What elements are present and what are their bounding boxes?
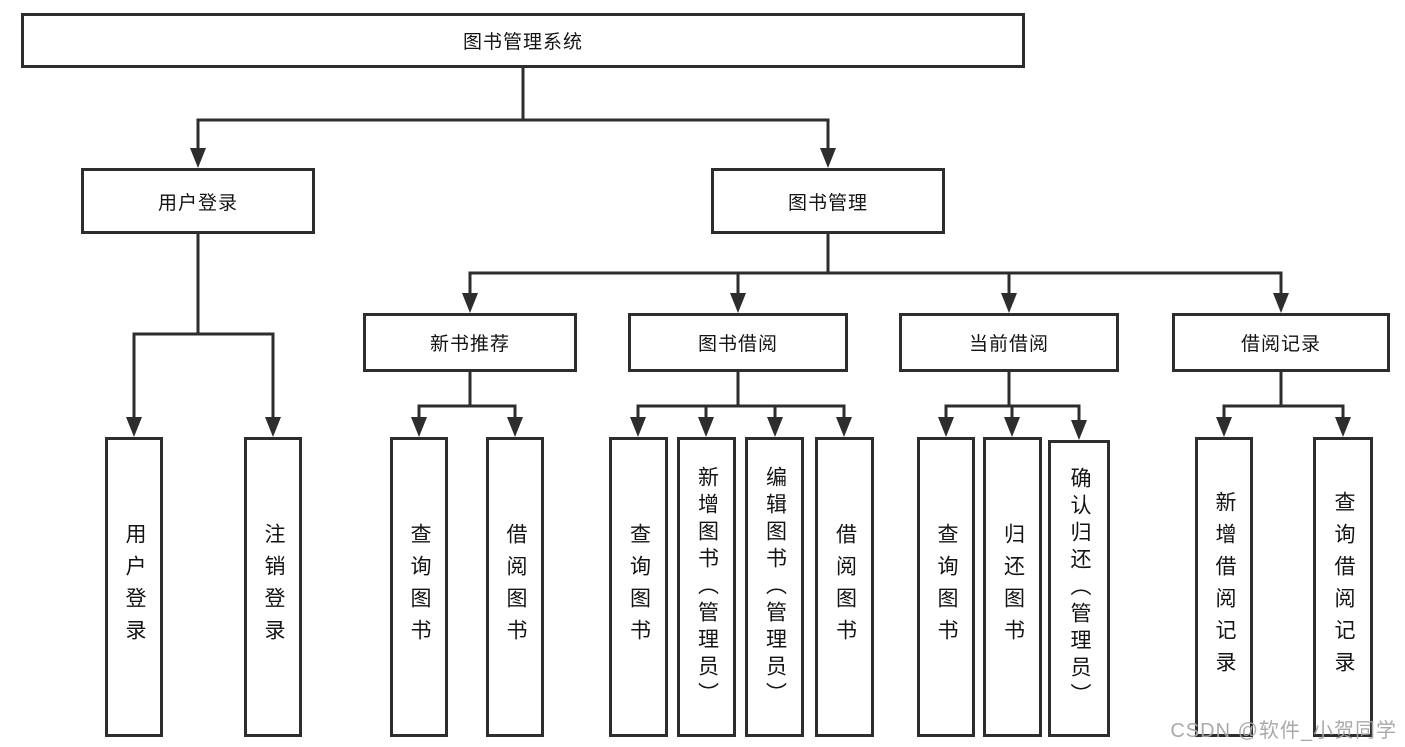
leaf-query-books-recommend: 查询图书	[390, 437, 448, 737]
leaf-logout: 注销登录	[244, 437, 302, 737]
node-book-management: 图书管理	[711, 168, 945, 234]
leaf-query-books-borrow: 查询图书	[609, 437, 668, 737]
leaf-query-borrow-record: 查询借阅记录	[1313, 437, 1373, 737]
leaf-return-books: 归还图书	[983, 437, 1042, 737]
leaf-add-book-admin: 新增图书（管理员）	[677, 437, 736, 737]
node-current-borrow: 当前借阅	[899, 313, 1119, 372]
leaf-add-borrow-record: 新增借阅记录	[1195, 437, 1253, 737]
node-user-login: 用户登录	[81, 168, 315, 234]
node-library-management-system: 图书管理系统	[21, 13, 1025, 68]
node-borrow-records: 借阅记录	[1172, 313, 1390, 372]
node-book-borrow: 图书借阅	[628, 313, 848, 372]
csdn-watermark: CSDN @软件_小贺同学	[1170, 720, 1397, 742]
leaf-borrow-books: 借阅图书	[815, 437, 874, 737]
leaf-user-login: 用户登录	[105, 437, 163, 737]
leaf-confirm-return-admin: 确认归还（管理员）	[1048, 440, 1110, 737]
leaf-edit-book-admin: 编辑图书（管理员）	[745, 437, 804, 737]
leaf-borrow-books-recommend: 借阅图书	[486, 437, 544, 737]
leaf-query-books-current: 查询图书	[917, 437, 975, 737]
node-new-book-recommend: 新书推荐	[363, 313, 577, 372]
